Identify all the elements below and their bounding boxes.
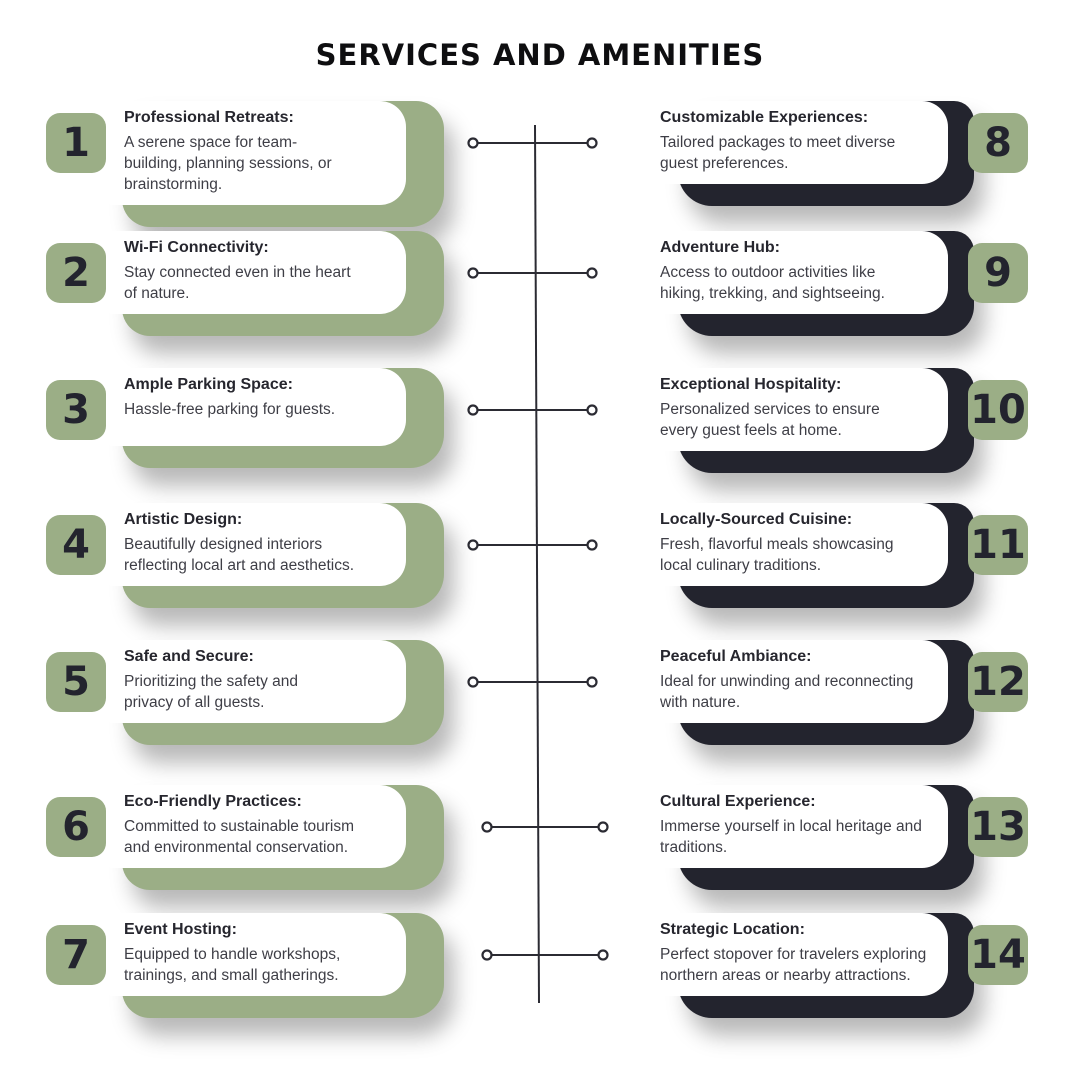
item-number-badge: 14 xyxy=(968,925,1028,985)
list-item-13: 13 Cultural Experience: Immerse yourself… xyxy=(648,785,1028,890)
list-item-12: 12 Peaceful Ambiance: Ideal for unwindin… xyxy=(648,640,1028,745)
list-item-10: 10 Exceptional Hospitality: Personalized… xyxy=(648,368,1028,473)
item-number-badge: 1 xyxy=(46,113,106,173)
item-title: Customizable Experiences: xyxy=(660,109,869,126)
item-description: Committed to sustainable tourism and env… xyxy=(124,818,355,856)
item-number-badge: 5 xyxy=(46,652,106,712)
item-title: Adventure Hub: xyxy=(660,239,780,256)
timeline-connectors xyxy=(473,142,603,956)
item-title: Cultural Experience: xyxy=(660,793,816,810)
item-card: Ample Parking Space: Hassle-free parking… xyxy=(106,368,444,468)
list-item-3: 3 Ample Parking Space: Hassle-free parki… xyxy=(46,368,444,468)
item-description: Fresh, flavorful meals showcasing local … xyxy=(660,536,894,574)
item-number-badge: 13 xyxy=(968,797,1028,857)
item-card: Peaceful Ambiance: Ideal for unwinding a… xyxy=(648,640,974,745)
item-card: Locally-Sourced Cuisine: Fresh, flavorfu… xyxy=(648,503,974,608)
item-description: A serene space for team- building, plann… xyxy=(124,134,332,193)
item-number-badge: 8 xyxy=(968,113,1028,173)
item-description: Access to outdoor activities like hiking… xyxy=(660,264,885,302)
item-card: Wi-Fi Connectivity: Stay connected even … xyxy=(106,231,444,336)
timeline-axis xyxy=(534,124,540,1004)
item-number-badge: 2 xyxy=(46,243,106,303)
item-card: Cultural Experience: Immerse yourself in… xyxy=(648,785,974,890)
list-item-14: 14 Strategic Location: Perfect stopover … xyxy=(648,913,1028,1018)
item-description: Immerse yourself in local heritage and t… xyxy=(660,818,922,856)
item-number-badge: 11 xyxy=(968,515,1028,575)
item-card: Safe and Secure: Prioritizing the safety… xyxy=(106,640,444,745)
item-description: Tailored packages to meet diverse guest … xyxy=(660,134,896,172)
item-card: Customizable Experiences: Tailored packa… xyxy=(648,101,974,206)
item-card: Event Hosting: Equipped to handle worksh… xyxy=(106,913,444,1018)
item-card: Strategic Location: Perfect stopover for… xyxy=(648,913,974,1018)
list-item-4: 4 Artistic Design: Beautifully designed … xyxy=(46,503,444,608)
list-item-5: 5 Safe and Secure: Prioritizing the safe… xyxy=(46,640,444,745)
item-number-badge: 7 xyxy=(46,925,106,985)
item-description: Stay connected even in the heart of natu… xyxy=(124,264,351,302)
item-card: Adventure Hub: Access to outdoor activit… xyxy=(648,231,974,336)
list-item-1: 1 Professional Retreats: A serene space … xyxy=(46,101,444,227)
item-title: Strategic Location: xyxy=(660,921,805,938)
list-item-7: 7 Event Hosting: Equipped to handle work… xyxy=(46,913,444,1018)
list-item-8: 8 Customizable Experiences: Tailored pac… xyxy=(648,101,1028,206)
item-description: Beautifully designed interiors reflectin… xyxy=(124,536,355,574)
item-title: Professional Retreats: xyxy=(124,109,294,126)
item-card: Professional Retreats: A serene space fo… xyxy=(106,101,444,227)
item-number-badge: 10 xyxy=(968,380,1028,440)
item-number-badge: 12 xyxy=(968,652,1028,712)
item-card: Eco-Friendly Practices: Committed to sus… xyxy=(106,785,444,890)
list-item-2: 2 Wi-Fi Connectivity: Stay connected eve… xyxy=(46,231,444,336)
item-description: Ideal for unwinding and reconnecting wit… xyxy=(660,673,914,711)
item-number-badge: 3 xyxy=(46,380,106,440)
item-title: Exceptional Hospitality: xyxy=(660,376,842,393)
list-item-6: 6 Eco-Friendly Practices: Committed to s… xyxy=(46,785,444,890)
item-description: Personalized services to ensure every gu… xyxy=(660,401,880,439)
item-description: Perfect stopover for travelers exploring… xyxy=(660,946,927,984)
page-title: SERVICES AND AMENITIES xyxy=(315,38,765,72)
item-title: Wi-Fi Connectivity: xyxy=(124,239,269,256)
item-title: Safe and Secure: xyxy=(124,648,254,665)
item-title: Eco-Friendly Practices: xyxy=(124,793,302,810)
item-number-badge: 4 xyxy=(46,515,106,575)
item-number-badge: 6 xyxy=(46,797,106,857)
item-description: Hassle-free parking for guests. xyxy=(124,401,336,418)
item-title: Locally-Sourced Cuisine: xyxy=(660,511,853,528)
item-description: Prioritizing the safety and privacy of a… xyxy=(124,673,299,711)
list-item-11: 11 Locally-Sourced Cuisine: Fresh, flavo… xyxy=(648,503,1028,608)
item-card: Artistic Design: Beautifully designed in… xyxy=(106,503,444,608)
item-title: Artistic Design: xyxy=(124,511,243,528)
item-title: Ample Parking Space: xyxy=(124,376,293,393)
item-number-badge: 9 xyxy=(968,243,1028,303)
timeline-nodes xyxy=(467,137,609,961)
item-card: Exceptional Hospitality: Personalized se… xyxy=(648,368,974,473)
item-title: Event Hosting: xyxy=(124,921,237,938)
item-title: Peaceful Ambiance: xyxy=(660,648,812,665)
item-description: Equipped to handle workshops, trainings,… xyxy=(124,946,341,984)
list-item-9: 9 Adventure Hub: Access to outdoor activ… xyxy=(648,231,1028,336)
